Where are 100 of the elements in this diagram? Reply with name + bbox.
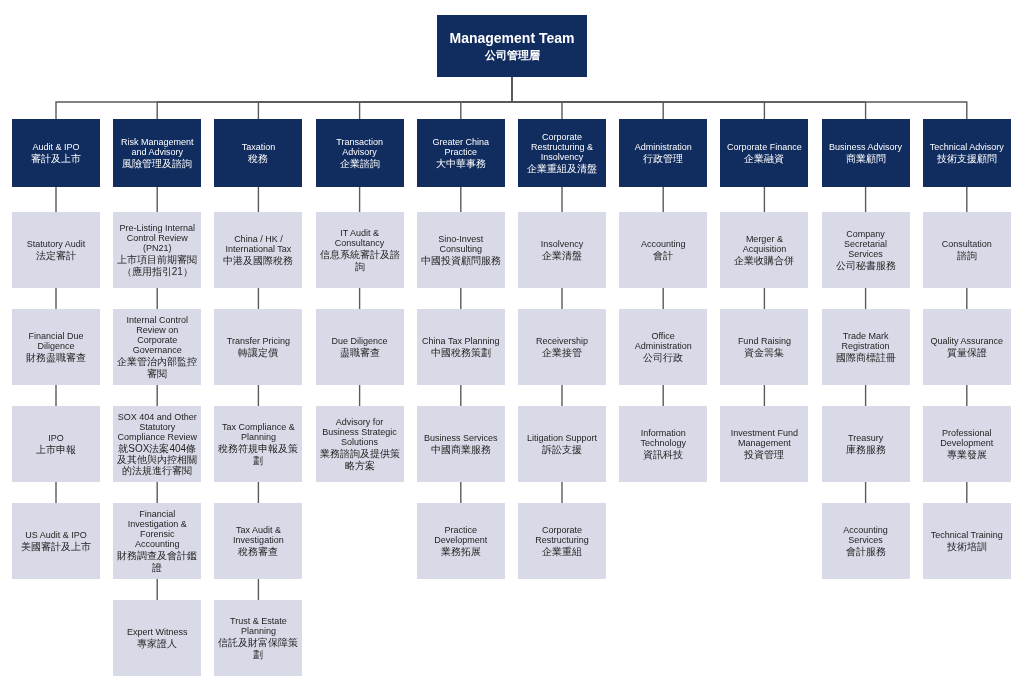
service-box	[416, 406, 505, 482]
service-title-chinese: 庫務服務	[845, 443, 886, 456]
service-box	[12, 309, 100, 385]
service-title: Accounting	[640, 238, 686, 249]
service-title-chinese: 企業收購合併	[734, 255, 795, 267]
service-title-chinese: 中國商業服務	[430, 443, 491, 456]
service-title-chinese: 會計	[653, 249, 674, 262]
connector-line	[257, 578, 260, 601]
department-title: Business Advisory	[829, 141, 903, 152]
service-title: Trade Mark Registration	[840, 330, 891, 351]
service-title: Consultation	[941, 238, 992, 249]
service-box	[214, 600, 303, 676]
department-box	[619, 119, 708, 187]
service-title-chinese: 投資管理	[744, 449, 785, 461]
service-box	[720, 212, 809, 288]
connector-line	[561, 481, 563, 504]
connector-line	[358, 186, 361, 213]
connector-line	[662, 186, 664, 213]
service-title-chinese: 質量保證	[946, 346, 987, 359]
service-title-chinese: 中國稅務策劃	[430, 346, 491, 359]
service-title-chinese: 中港及國際稅務	[223, 255, 294, 267]
service-title-chinese: 業務拓展	[440, 546, 481, 558]
connector-line	[156, 481, 158, 504]
connector-line	[966, 384, 968, 407]
department-box	[113, 119, 202, 187]
department-title: Transaction Advisory	[335, 136, 384, 157]
connector-line	[662, 287, 664, 310]
service-title: Business Services	[424, 432, 498, 443]
service-box	[518, 212, 606, 288]
department-box	[315, 119, 404, 187]
service-title: China / HK / International Tax	[224, 233, 293, 254]
department-title-chinese: 審計及上市	[31, 152, 81, 165]
service-box	[315, 309, 404, 385]
department-title: Corporate Restructuring & Insolvency	[530, 131, 594, 162]
department-title: Greater China Practice	[431, 136, 491, 157]
service-box	[821, 309, 910, 385]
service-title-chinese: 信託及財富保障策劃	[218, 637, 299, 660]
service-title-chinese: 稅務符規申報及策劃	[218, 443, 299, 466]
service-box	[416, 503, 505, 579]
service-title: Financial Due Diligence	[27, 330, 85, 351]
connector-line	[358, 287, 361, 310]
service-box	[12, 212, 100, 288]
service-title-chinese: 訴訟支援	[542, 443, 582, 456]
service-title-chinese: 就SOX法案404條及其他與內控相關的法規進行審閱	[117, 442, 198, 477]
department-title: Corporate Finance	[727, 141, 802, 152]
connector-line	[257, 186, 260, 213]
service-title-chinese: 企業接管	[542, 346, 582, 359]
service-title-chinese: 財務調查及會計鑑證	[117, 550, 198, 573]
service-box	[113, 212, 202, 288]
service-box	[113, 309, 202, 385]
department-title-chinese: 行政管理	[643, 152, 684, 165]
service-box	[821, 212, 910, 288]
service-title: Statutory Audit	[26, 238, 86, 249]
service-box	[315, 212, 404, 288]
service-title: Trust & Estate Planning	[229, 616, 288, 637]
team-title: Management Team	[449, 30, 575, 47]
service-title: Merger & Acquisition	[741, 233, 788, 254]
department-box	[214, 119, 303, 187]
service-box	[214, 503, 303, 579]
department-title-chinese: 稅務	[248, 152, 269, 165]
service-title: Fund Raising	[737, 335, 791, 346]
service-title-chinese: 上市項目前期審閱（應用指引21）	[117, 254, 198, 277]
connector-line	[763, 186, 766, 213]
service-box	[821, 503, 910, 579]
department-box	[518, 119, 606, 187]
service-title: Quality Assurance	[930, 335, 1004, 346]
service-title: China Tax Planning	[422, 335, 500, 346]
service-box	[922, 503, 1011, 579]
service-box	[619, 212, 708, 288]
connector-line	[561, 287, 563, 310]
service-title-chinese: 信息系統審計及諮詢	[319, 249, 400, 272]
service-title-chinese: 企業管治內部監控審閱	[117, 356, 198, 379]
service-title: IPO	[48, 432, 64, 443]
connector-line	[966, 481, 968, 504]
service-box	[720, 406, 809, 482]
management-box	[437, 15, 587, 77]
service-title: Internal Control Review on Corporate Governance	[125, 315, 189, 356]
service-title: Company Secretarial Services	[843, 228, 889, 259]
service-box	[214, 406, 303, 482]
service-title: Expert Witness	[126, 626, 188, 637]
department-title-chinese: 商業顧問	[845, 152, 886, 165]
service-title-chinese: 轉讓定價	[238, 346, 279, 359]
service-box	[113, 503, 202, 579]
service-title: Professional Development	[939, 427, 995, 448]
service-title-chinese: 資訊科技	[643, 449, 684, 461]
service-title: Investment Fund Management	[729, 427, 799, 448]
connector-line	[156, 578, 158, 601]
service-box	[12, 503, 100, 579]
service-title-chinese: 公司秘書服務	[835, 260, 896, 272]
connector-line	[358, 384, 361, 407]
department-title: Taxation	[241, 141, 276, 152]
service-box	[315, 406, 404, 482]
connector-line	[966, 186, 968, 213]
service-title: Technical Training	[930, 529, 1003, 540]
service-title-chinese: 上市申報	[36, 443, 76, 456]
service-box	[518, 503, 606, 579]
connector-line	[257, 481, 260, 504]
connector-line	[864, 186, 867, 213]
connector-line	[156, 384, 158, 407]
service-title: Treasury	[848, 432, 884, 443]
